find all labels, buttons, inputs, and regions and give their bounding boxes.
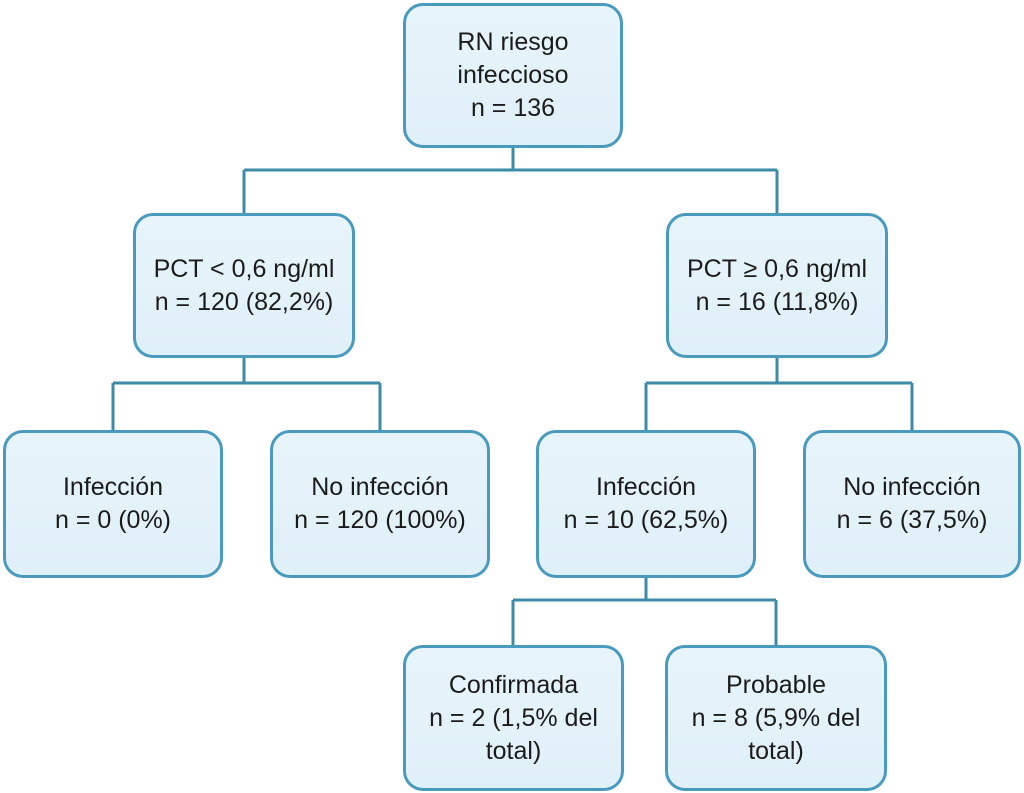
connector-infeccion-to-children bbox=[511, 578, 778, 645]
node-infeccion-high-stat: n = 10 (62,5%) bbox=[563, 506, 729, 534]
node-infeccion-high-label: Infección bbox=[595, 473, 697, 501]
node-root: RN riesgo infeccioso n = 136 bbox=[403, 3, 623, 148]
connector-pctlow-to-children bbox=[111, 358, 382, 430]
node-probable-label: Probable bbox=[725, 670, 827, 699]
connector-pcthigh-to-children bbox=[644, 358, 914, 430]
node-infeccion-high: Infección n = 10 (62,5%) bbox=[536, 430, 756, 578]
node-no-infeccion-high-stat: n = 6 (37,5%) bbox=[836, 506, 988, 534]
node-infeccion-low-stat: n = 0 (0%) bbox=[54, 506, 172, 534]
node-confirmada: Confirmada n = 2 (1,5% del total) bbox=[403, 645, 624, 791]
node-pct-low: PCT < 0,6 ng/ml n = 120 (82,2%) bbox=[133, 213, 355, 358]
node-no-infeccion-high: No infección n = 6 (37,5%) bbox=[803, 430, 1021, 578]
node-pct-low-label: PCT < 0,6 ng/ml bbox=[153, 254, 335, 283]
node-pct-high-label: PCT ≥ 0,6 ng/ml bbox=[687, 254, 867, 283]
node-infeccion-low: Infección n = 0 (0%) bbox=[3, 430, 223, 578]
node-no-infeccion-low-stat: n = 120 (100%) bbox=[294, 506, 466, 534]
node-confirmada-stat: n = 2 (1,5% del total) bbox=[429, 703, 598, 765]
node-infeccion-low-label: Infección bbox=[62, 473, 164, 501]
node-probable-stat: n = 8 (5,9% del total) bbox=[691, 703, 861, 765]
node-pct-high-stat: n = 16 (11,8%) bbox=[695, 287, 859, 316]
node-no-infeccion-low-label: No infección bbox=[311, 473, 449, 501]
node-no-infeccion-low: No infección n = 120 (100%) bbox=[270, 430, 490, 578]
node-no-infeccion-high-label: No infección bbox=[843, 473, 981, 501]
node-pct-low-stat: n = 120 (82,2%) bbox=[154, 287, 334, 316]
node-probable: Probable n = 8 (5,9% del total) bbox=[665, 645, 887, 791]
node-confirmada-label: Confirmada bbox=[448, 670, 579, 699]
connector-root-to-pct bbox=[242, 148, 779, 213]
node-pct-high: PCT ≥ 0,6 ng/ml n = 16 (11,8%) bbox=[666, 213, 888, 358]
node-root-stat: n = 136 bbox=[470, 94, 556, 122]
node-root-label: RN riesgo infeccioso bbox=[457, 28, 569, 89]
